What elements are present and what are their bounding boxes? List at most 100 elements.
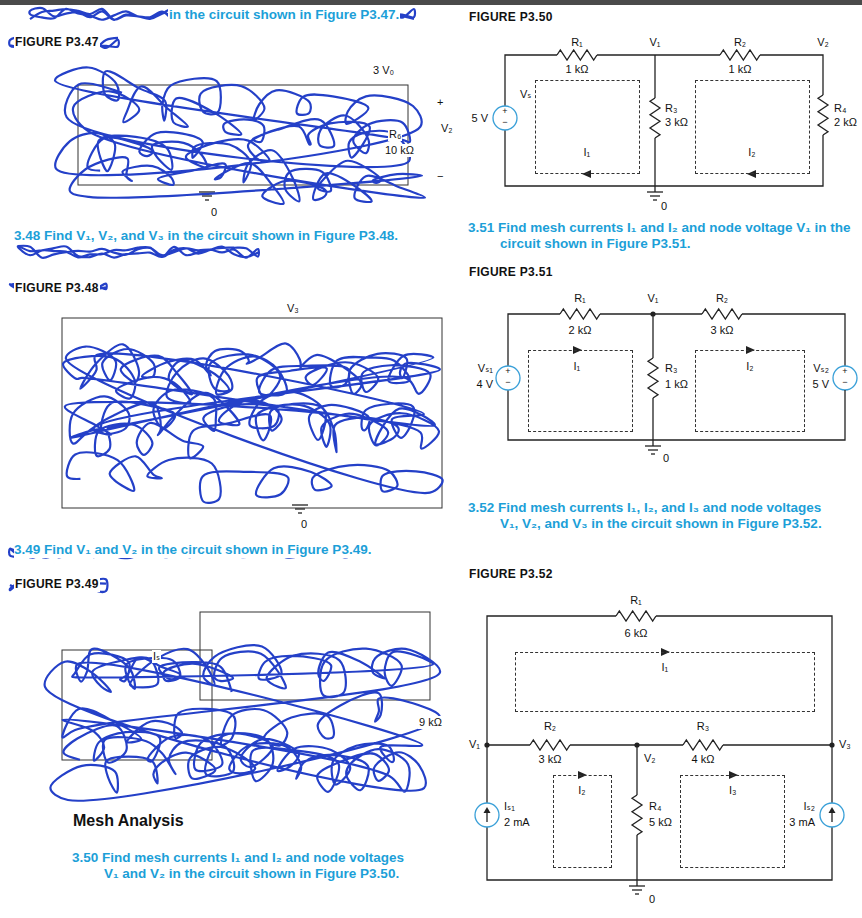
resistor-symbol	[818, 95, 828, 135]
component-label: 0	[210, 206, 218, 219]
figure-caption: FIGURE P3.49	[14, 578, 100, 592]
pen-strike	[10, 579, 108, 592]
component-label: R₂	[733, 36, 747, 49]
component-label: 1 kΩ	[728, 63, 753, 76]
mesh-arrow	[582, 170, 591, 178]
component-label: −	[841, 378, 848, 387]
problem-text: 3.48 Find V₁, V₂, and V₃ in the circuit …	[14, 228, 434, 244]
resistor-symbol	[720, 50, 760, 60]
mesh-current-label: I₃	[728, 784, 738, 797]
component-label: 5 V	[811, 378, 830, 391]
component-label: R₁	[573, 292, 587, 305]
component-label: R₁	[629, 594, 643, 607]
wire	[636, 745, 637, 795]
wire	[487, 616, 616, 745]
ground-symbol	[647, 191, 663, 192]
ground-symbol	[629, 885, 645, 886]
component-label: R₄	[833, 102, 847, 115]
ground-symbol	[205, 199, 209, 200]
resistor-symbol	[650, 98, 660, 138]
resistor-symbol	[702, 309, 742, 319]
component-label: 3 kΩ	[710, 324, 735, 337]
voltage-source	[496, 366, 520, 390]
mesh-loop: I₁	[535, 80, 640, 174]
component-label: 3 V₀	[372, 64, 395, 77]
component-label: R₂	[715, 292, 729, 305]
component-label: Iₛ₂	[803, 800, 816, 813]
wire	[654, 55, 655, 98]
component-label: 10 kΩ	[384, 144, 415, 157]
resistor-symbol	[616, 611, 656, 621]
resistor-symbol	[683, 740, 723, 750]
component-label: +	[841, 367, 848, 376]
mesh-current-label: I₂	[577, 784, 586, 797]
wire	[652, 314, 653, 358]
pen-scribble	[55, 67, 425, 203]
component-label: 0	[660, 200, 668, 213]
current-arrow-head	[484, 807, 491, 813]
component-label: 0	[662, 452, 670, 465]
problem-text: 3.51 Find mesh currents I₁ and I₂ and no…	[468, 220, 858, 252]
mesh-current-label: I₂	[745, 360, 754, 373]
component-label: R₄	[648, 800, 662, 813]
ground-symbol	[635, 893, 639, 894]
component-label: Iₛ₁	[503, 800, 516, 813]
current-arrow	[831, 812, 832, 822]
component-label: 0	[648, 893, 656, 906]
component-label: R₂	[543, 720, 557, 733]
component-label: 2 mA	[503, 816, 531, 829]
pen-scribble	[63, 343, 443, 502]
resistor-symbol	[648, 358, 658, 398]
component-label: R₃	[664, 362, 678, 375]
component-label: Vₛ₁	[477, 362, 494, 375]
component-label: 1 kΩ	[664, 378, 689, 391]
ground-symbol	[650, 195, 660, 196]
wire	[656, 616, 832, 745]
ground-symbol	[653, 199, 657, 200]
current-arrow-head	[829, 807, 836, 813]
problem-text: 3.52 Find mesh currents I₁, I₂, and I₃ a…	[468, 500, 833, 532]
mesh-loop: I₂	[695, 350, 805, 432]
mesh-loop: I₁	[528, 350, 633, 432]
ground-symbol	[295, 508, 305, 509]
component-label: V₂	[440, 122, 454, 135]
mesh-loop: I₁	[515, 652, 815, 712]
wire	[505, 130, 823, 186]
wire	[508, 314, 560, 366]
component-label: V₂	[816, 36, 830, 49]
component-label: Vₛ	[519, 88, 532, 101]
problem-text: 3.50 Find mesh currents I₁ and I₂ and no…	[72, 850, 417, 882]
component-label: V₂	[643, 752, 657, 765]
wire	[760, 55, 823, 95]
mesh-current-label: I₁	[582, 146, 591, 159]
component-label: 4 kΩ	[691, 753, 716, 766]
component-label: +	[504, 367, 511, 376]
component-label: 6 kΩ	[624, 627, 649, 640]
wire	[831, 745, 832, 803]
component-label: R₃	[664, 102, 678, 115]
component-label: V₁	[646, 292, 659, 305]
wire	[487, 827, 832, 880]
page-rule	[0, 0, 862, 5]
mesh-arrow	[747, 170, 756, 178]
component-label: V₁	[648, 36, 661, 49]
wire	[742, 314, 845, 366]
resistor-symbol	[632, 795, 642, 835]
pen-scribble	[45, 645, 440, 801]
resistor-symbol	[557, 50, 597, 60]
resistor-symbol	[530, 740, 570, 750]
component-label: V₁	[468, 738, 481, 751]
ground-symbol	[632, 889, 642, 890]
figure-caption: FIGURE P3.47	[14, 36, 100, 50]
current-source	[475, 803, 499, 827]
component-label: Iₛ	[152, 650, 161, 663]
component-label: 1 kΩ	[565, 63, 590, 76]
mesh-current-label: I₁	[572, 360, 581, 373]
mesh-current-label: I₁	[660, 661, 669, 674]
junction-dot	[650, 311, 655, 316]
junction-dot	[634, 742, 639, 747]
component-label: 3 kΩ	[664, 116, 689, 129]
component-label: +	[501, 107, 508, 116]
